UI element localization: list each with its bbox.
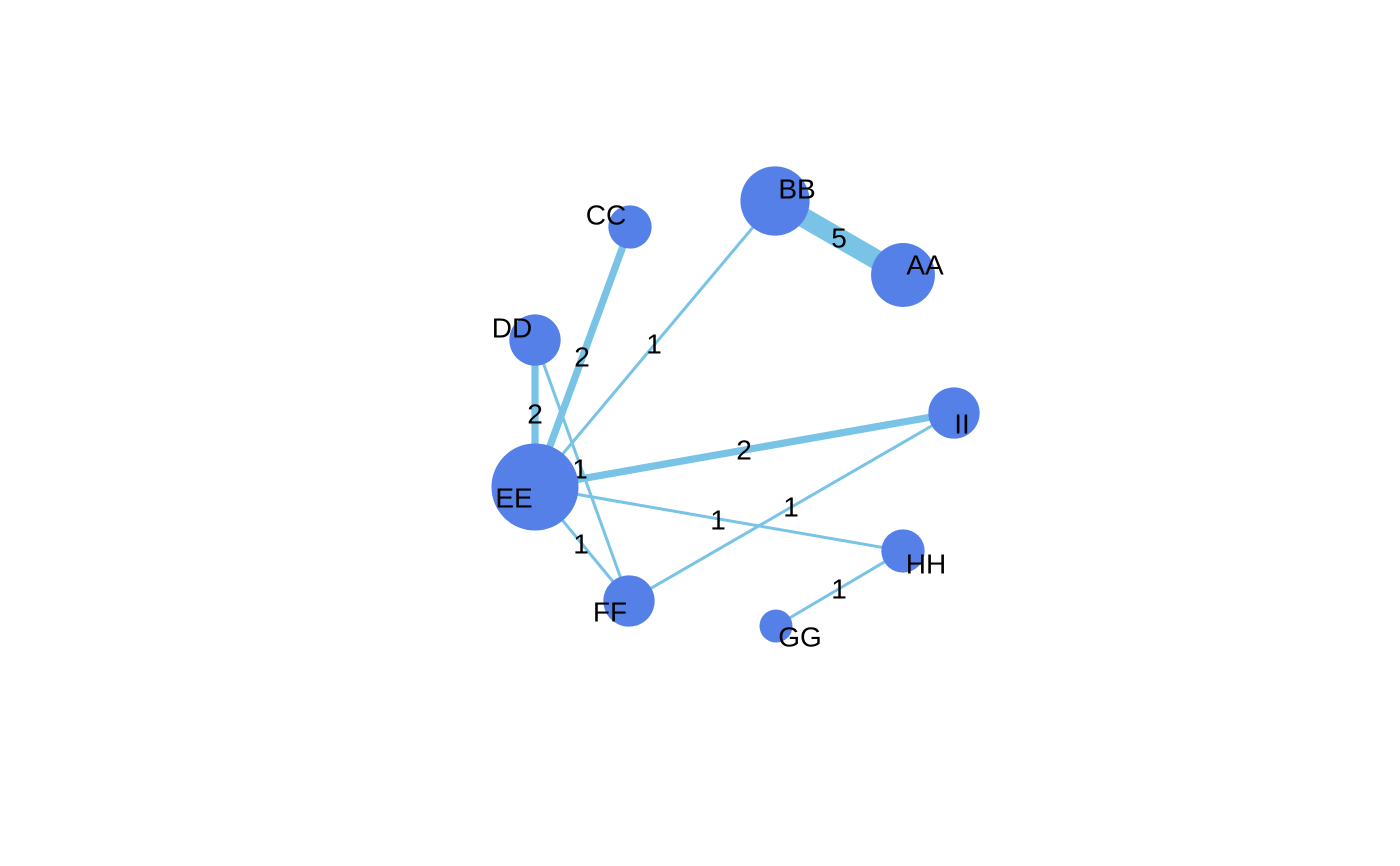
edge-weight-label-ee-cc: 2: [574, 341, 590, 372]
edge-dd-ff: [533, 339, 631, 602]
edge-ee-ii: [534, 409, 955, 491]
edge-weight-label-ee-bb: 1: [646, 328, 662, 359]
edge-weight-label-ff-ii: 1: [783, 491, 799, 522]
node-labels-layer: AA BB CC DD EE FF GG HH II: [492, 173, 970, 652]
node-label-ii: II: [954, 408, 970, 439]
edge-ee-cc: [531, 225, 634, 489]
node-label-gg: GG: [778, 621, 822, 652]
node-label-dd: DD: [492, 312, 532, 343]
node-gg: [759, 609, 793, 643]
node-cc: [608, 205, 652, 249]
edge-weight-label-ee-hh: 1: [710, 504, 726, 535]
edge-ee-bb: [533, 200, 777, 488]
node-dd: [509, 314, 561, 366]
node-ii: [928, 387, 980, 439]
node-label-ff: FF: [593, 596, 627, 627]
node-label-aa: AA: [906, 249, 944, 280]
node-label-cc: CC: [586, 199, 626, 230]
node-aa: [871, 243, 935, 307]
node-label-bb: BB: [778, 173, 815, 204]
nodes-layer: [491, 166, 980, 643]
node-label-hh: HH: [906, 548, 946, 579]
edge-hh-gg: [775, 549, 904, 628]
node-label-ee: EE: [495, 482, 532, 513]
edge-weight-label-ee-dd: 2: [527, 398, 543, 429]
edge-weight-label-ee-ii: 2: [736, 434, 752, 465]
edge-weight-label-bb-aa: 5: [831, 222, 847, 253]
edge-weight-label-hh-gg: 1: [831, 573, 847, 604]
edge-ee-hh: [534, 485, 904, 553]
edge-weight-label-ee-ff: 1: [573, 528, 589, 559]
node-bb: [740, 166, 810, 236]
edge-ff-ii: [628, 411, 955, 603]
node-hh: [881, 529, 925, 573]
node-ff: [603, 575, 655, 627]
node-ee: [491, 443, 579, 531]
